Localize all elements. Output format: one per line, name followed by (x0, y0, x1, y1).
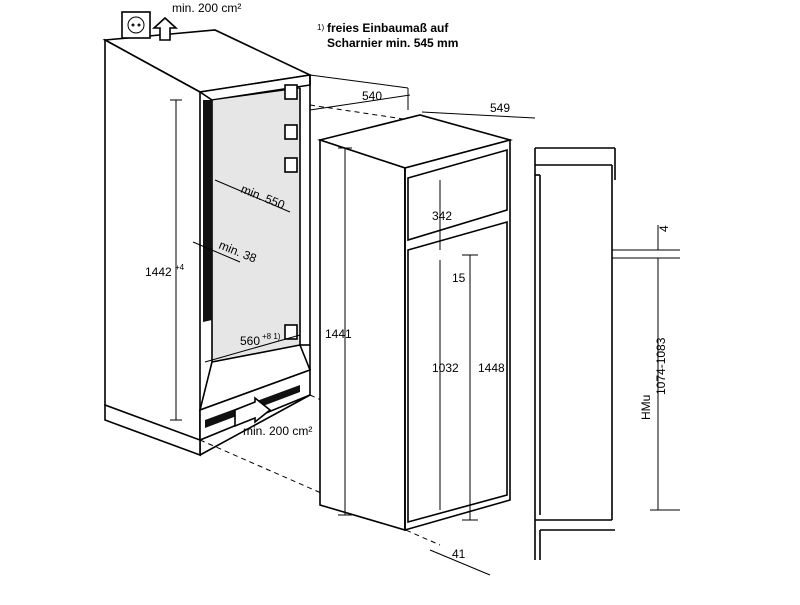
dim-560: 560 (240, 334, 260, 348)
side-dimensions: 4 HMu 1074-1083 (639, 225, 680, 511)
fridge-appliance (317, 114, 514, 532)
footnote-mark: 1) (317, 23, 324, 32)
side-profile (534, 147, 680, 560)
dim-560-tolerance: +8 1) (262, 332, 281, 341)
airflow-bottom-arrow-icon (234, 396, 272, 428)
dim-41: 41 (452, 547, 466, 561)
footnote: 1) freies Einbaumaß auf Scharnier min. 5… (317, 21, 458, 50)
airflow-up-arrow-icon (151, 16, 179, 41)
vent-bottom-label: min. 200 cm² (243, 424, 312, 438)
footnote-line2: Scharnier min. 545 mm (327, 36, 458, 50)
dim-1441: 1441 (325, 327, 352, 341)
appliance-dimensions: 549 1441 342 1032 15 1448 41 (325, 101, 536, 576)
dim-342: 342 (432, 209, 452, 223)
power-socket-icon (121, 11, 151, 39)
dim-1442: 1442 (145, 265, 172, 279)
dim-hmu-range: 1074-1083 (654, 337, 668, 395)
dim-15: 15 (452, 271, 466, 285)
dim-540: 540 (362, 89, 382, 103)
dim-1442-tolerance: +4 (175, 263, 185, 272)
hinge-icons (284, 84, 298, 340)
dim-1032: 1032 (432, 361, 459, 375)
vent-top-label: min. 200 cm² (172, 1, 241, 15)
dim-hmu: HMu (639, 395, 653, 420)
footnote-line1: freies Einbaumaß auf (327, 21, 449, 35)
dim-549: 549 (490, 101, 510, 115)
dim-4: 4 (657, 225, 671, 232)
dim-1448: 1448 (478, 361, 505, 375)
